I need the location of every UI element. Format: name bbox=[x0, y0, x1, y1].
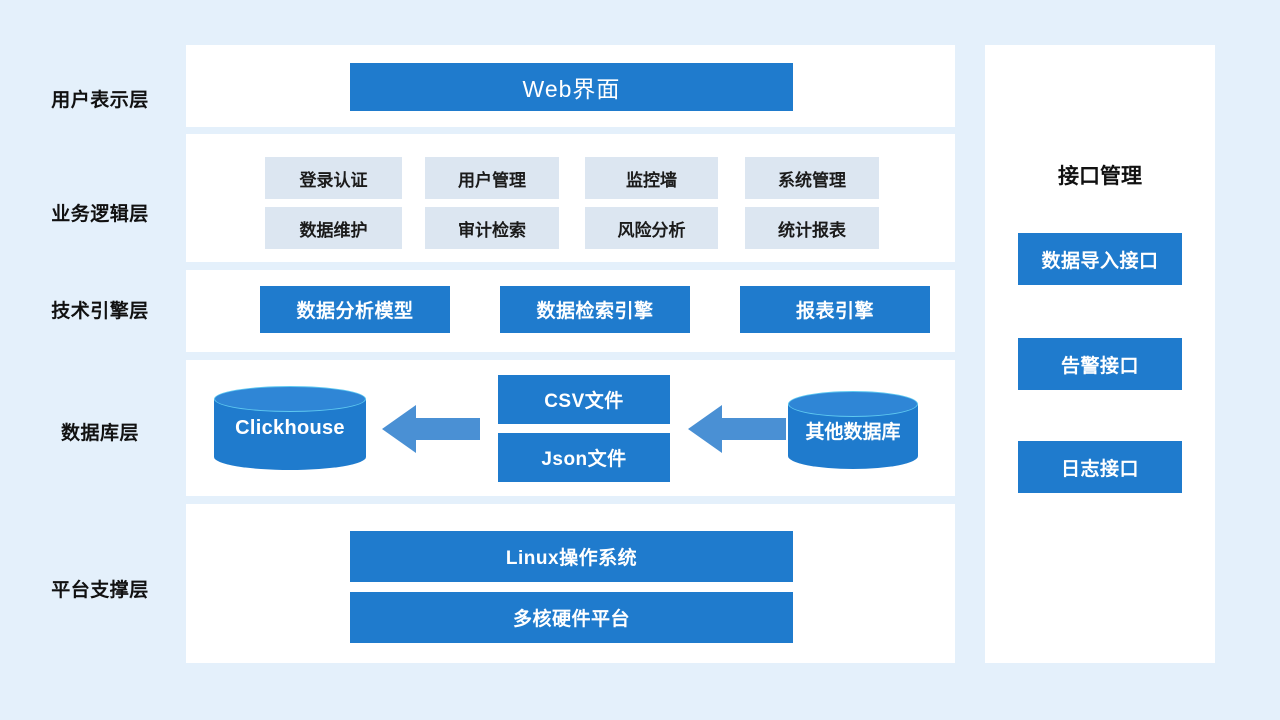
layer-label-business: 业务逻辑层 bbox=[51, 204, 149, 225]
box-report-engine[interactable]: 报表引擎 bbox=[740, 286, 930, 333]
box-web-interface[interactable]: Web界面 bbox=[350, 63, 793, 111]
layer-label-database: 数据库层 bbox=[60, 423, 139, 444]
chip-data-maintenance[interactable]: 数据维护 bbox=[265, 207, 402, 249]
chip-login-auth[interactable]: 登录认证 bbox=[265, 157, 402, 199]
box-data-search-engine[interactable]: 数据检索引擎 bbox=[500, 286, 690, 333]
chip-statistics-report[interactable]: 统计报表 bbox=[745, 207, 879, 249]
box-log-interface[interactable]: 日志接口 bbox=[1018, 441, 1182, 493]
chip-risk-analysis[interactable]: 风险分析 bbox=[585, 207, 718, 249]
chip-user-management[interactable]: 用户管理 bbox=[425, 157, 559, 199]
box-alarm-interface[interactable]: 告警接口 bbox=[1018, 338, 1182, 390]
arrow-source-to-files-icon bbox=[688, 404, 786, 454]
arrow-files-to-clickhouse-icon bbox=[382, 404, 480, 454]
chip-monitor-wall[interactable]: 监控墙 bbox=[585, 157, 718, 199]
box-csv-file[interactable]: CSV文件 bbox=[498, 375, 670, 424]
layer-label-platform: 平台支撑层 bbox=[51, 580, 149, 601]
cylinder-top-ellipse bbox=[214, 386, 366, 412]
chip-system-management[interactable]: 系统管理 bbox=[745, 157, 879, 199]
layer-label-presentation: 用户表示层 bbox=[51, 90, 149, 111]
box-multicore-hardware[interactable]: 多核硬件平台 bbox=[350, 592, 793, 643]
cylinder-label-clickhouse: Clickhouse bbox=[235, 416, 345, 439]
cylinder-other-database[interactable]: 其他数据库 bbox=[788, 391, 918, 469]
interface-panel-title: 接口管理 bbox=[1058, 165, 1142, 188]
box-linux-os[interactable]: Linux操作系统 bbox=[350, 531, 793, 582]
box-json-file[interactable]: Json文件 bbox=[498, 433, 670, 482]
cylinder-label-other-database: 其他数据库 bbox=[805, 421, 901, 443]
chip-audit-search[interactable]: 审计检索 bbox=[425, 207, 559, 249]
box-data-import-interface[interactable]: 数据导入接口 bbox=[1018, 233, 1182, 285]
cylinder-top-ellipse bbox=[788, 391, 918, 417]
layer-label-engine: 技术引擎层 bbox=[51, 301, 149, 322]
box-data-analysis-model[interactable]: 数据分析模型 bbox=[260, 286, 450, 333]
cylinder-clickhouse[interactable]: Clickhouse bbox=[214, 386, 366, 470]
